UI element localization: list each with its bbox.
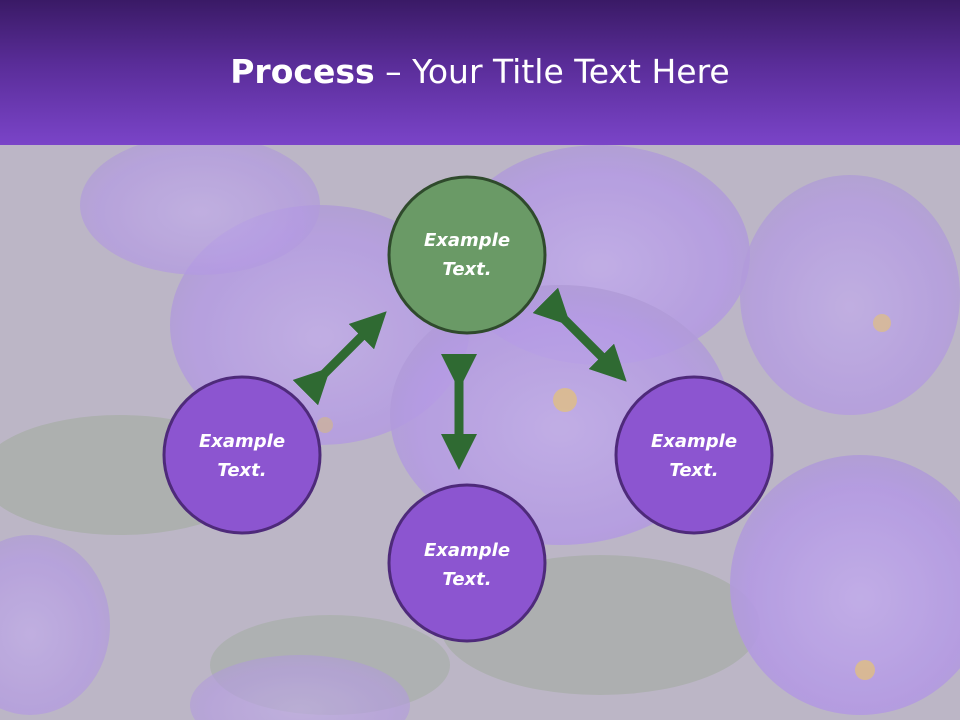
svg-text:Text.: Text. xyxy=(217,460,266,481)
slide-title: Process – Your Title Text Here xyxy=(0,52,960,91)
svg-text:Example: Example xyxy=(424,230,510,251)
node-top: Example Text. xyxy=(387,175,547,335)
svg-text:Example: Example xyxy=(199,431,285,452)
arrow-top-left xyxy=(292,311,387,406)
svg-text:Text.: Text. xyxy=(442,569,491,590)
arrow-top-right xyxy=(532,287,627,382)
node-right: Example Text. xyxy=(614,375,774,535)
title-banner xyxy=(0,0,960,145)
svg-text:Example: Example xyxy=(424,540,510,561)
svg-text:Text.: Text. xyxy=(442,259,491,280)
node-bottom: Example Text. xyxy=(387,483,547,643)
svg-text:Example: Example xyxy=(651,431,737,452)
svg-text:Text.: Text. xyxy=(669,460,718,481)
title-bold: Process xyxy=(230,52,375,91)
title-rest: – Your Title Text Here xyxy=(374,52,730,91)
node-left: Example Text. xyxy=(162,375,322,535)
